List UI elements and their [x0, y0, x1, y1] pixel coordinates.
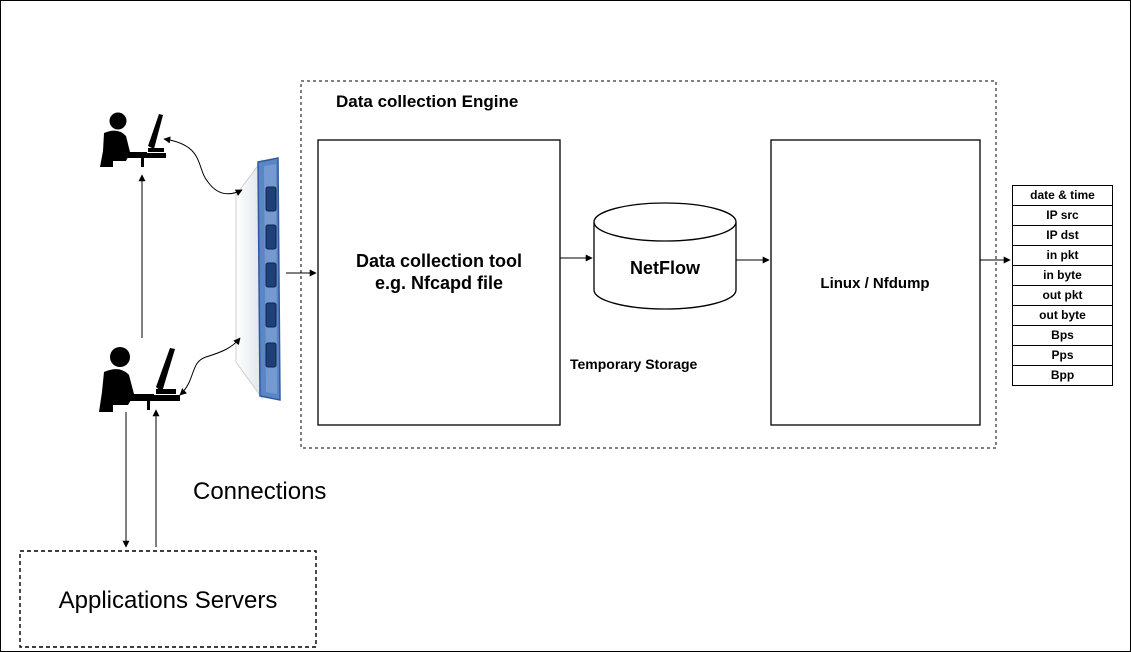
field-item: Bpp [1012, 365, 1113, 386]
engine-container [300, 80, 997, 449]
person-at-computer-icon [100, 112, 166, 167]
field-item: Pps [1012, 345, 1113, 366]
network-switch-icon [235, 157, 281, 401]
field-item: Bps [1012, 325, 1113, 346]
engine-title: Data collection Engine [336, 92, 519, 111]
nfdump-box [770, 139, 981, 426]
connections-label: Connections [193, 478, 327, 505]
servers-box [19, 550, 317, 648]
field-item: out pkt [1012, 285, 1113, 306]
link-bottom-user-switch [179, 337, 241, 396]
database-cylinder-icon [593, 202, 737, 310]
link-top-user-switch [163, 136, 243, 196]
field-item: IP dst [1012, 225, 1113, 246]
field-item: in pkt [1012, 245, 1113, 266]
collection-tool-line1: Data collection tool [355, 251, 523, 271]
field-item: IP src [1012, 205, 1113, 226]
field-item: date & time [1012, 185, 1113, 206]
nfdump-label: Linux / Nfdump [820, 275, 930, 292]
temporary-storage-label: Temporary Storage [570, 356, 698, 372]
field-item: in byte [1012, 265, 1113, 286]
collection-tool-box [317, 139, 561, 426]
collection-tool-label: Data collection tool e.g. Nfcapd file [318, 250, 560, 294]
collection-tool-line2: e.g. Nfcapd file [374, 273, 504, 293]
person-at-computer-icon [99, 347, 180, 412]
field-item: out byte [1012, 305, 1113, 326]
servers-label: Applications Servers [58, 587, 278, 614]
field-list: date & time IP src IP dst in pkt in byte… [1012, 185, 1113, 386]
netflow-label: NetFlow [630, 258, 700, 278]
